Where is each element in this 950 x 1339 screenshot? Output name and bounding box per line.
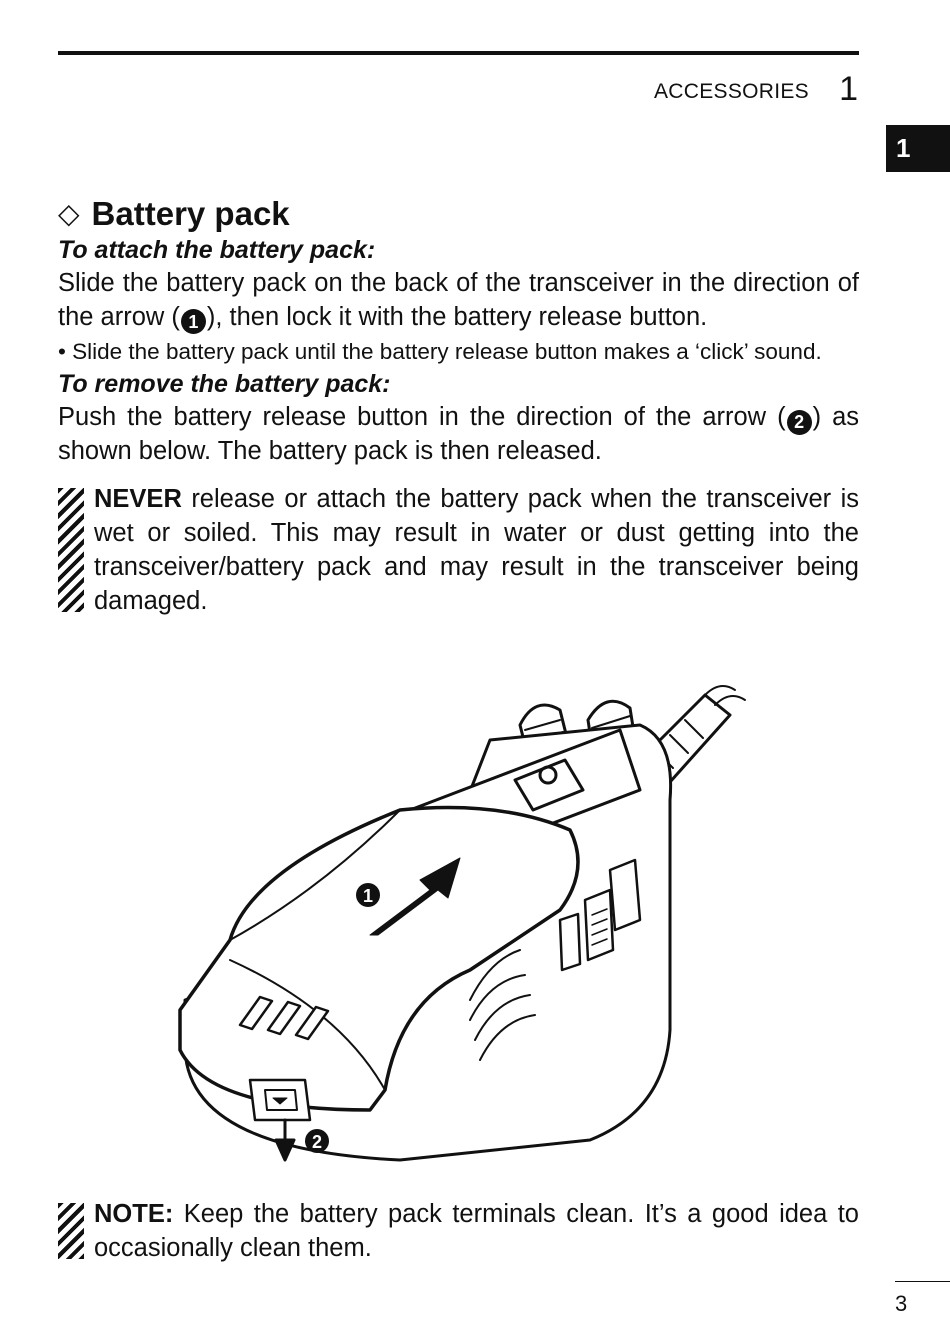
note-block: NOTE: Keep the battery pack terminals cl… xyxy=(58,1197,859,1265)
remove-paragraph: Push the battery release button in the d… xyxy=(58,401,859,468)
running-header-section: ACCESSORIES xyxy=(653,80,809,103)
remove-heading: To remove the battery pack: xyxy=(58,370,391,398)
section-title-text: Battery pack xyxy=(91,195,290,232)
warning-text: release or attach the battery pack when … xyxy=(94,485,859,615)
note-hatch-icon xyxy=(58,1203,84,1259)
main-content: ◇ Battery pack To attach the battery pac… xyxy=(58,194,859,618)
footer-rule xyxy=(895,1281,950,1282)
attach-bullet: • Slide the battery pack until the batte… xyxy=(58,339,822,364)
warning-block: NEVER release or attach the battery pack… xyxy=(58,482,859,618)
warning-keyword: NEVER xyxy=(94,485,182,513)
remove-text-part-2: ) as shown below. The battery pack is th… xyxy=(58,403,860,465)
circled-number-1-icon: 1 xyxy=(180,309,206,334)
diamond-icon: ◇ xyxy=(58,198,80,229)
page-number: 3 xyxy=(895,1291,908,1316)
attach-heading: To attach the battery pack: xyxy=(58,236,376,264)
warning-hatch-icon xyxy=(58,488,84,612)
section-title: ◇ Battery pack xyxy=(58,194,859,234)
note-keyword: NOTE: xyxy=(94,1200,174,1228)
chapter-tab: 1 xyxy=(886,125,950,172)
attach-paragraph: Slide the battery pack on the back of th… xyxy=(58,267,859,334)
figure-marker-2: 2 xyxy=(312,1132,322,1152)
attach-text-part-2: ), then lock it with the battery release… xyxy=(206,302,708,331)
attach-text-part-1: Slide the battery pack on the back of th… xyxy=(58,269,859,331)
chapter-tab-label: 1 xyxy=(896,133,911,163)
remove-text-part-1: Push the battery release button in the d… xyxy=(58,403,786,431)
battery-pack-illustration: 1 2 xyxy=(178,685,746,1162)
figure-marker-1: 1 xyxy=(363,886,373,906)
note-warning: NOTE: Keep the battery pack terminals cl… xyxy=(58,1197,859,1265)
circled-number-2-icon: 2 xyxy=(786,409,812,435)
header-rule xyxy=(58,51,859,55)
note-text: Keep the battery pack terminals clean. I… xyxy=(94,1200,859,1262)
running-header-chapter-number: 1 xyxy=(839,70,858,108)
